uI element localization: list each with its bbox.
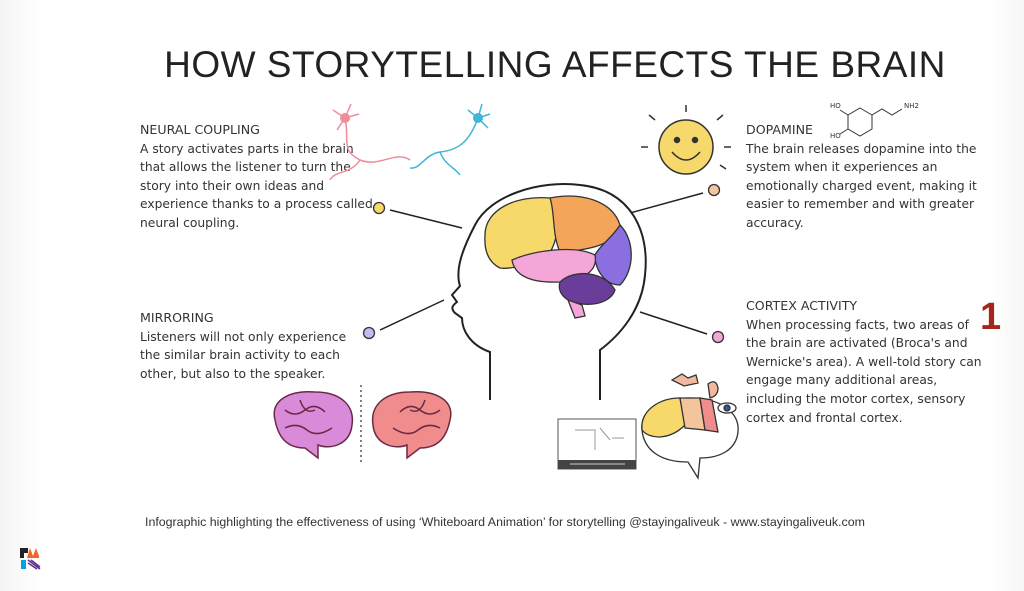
section-body: A story activates parts in the brain tha… — [140, 141, 373, 230]
section-heading: MIRRORING — [140, 310, 214, 325]
section-heading: DOPAMINE — [746, 122, 813, 137]
section-body: The brain releases dopamine into the sys… — [746, 141, 977, 230]
dopamine-molecule-icon: HO HO NH2 — [830, 102, 919, 140]
cortex-activity-section: CORTEX ACTIVITY When processing facts, t… — [746, 297, 986, 427]
colored-brain — [484, 195, 632, 319]
caption: Infographic highlighting the effectivene… — [145, 515, 865, 529]
section-heading: CORTEX ACTIVITY — [746, 298, 858, 313]
purple-dot — [362, 326, 376, 340]
hand-icon — [670, 373, 699, 387]
slide-number: 1 — [980, 296, 1002, 338]
tan-dot — [707, 183, 721, 197]
mirrored-brains-icon — [273, 385, 452, 465]
neuron-icon — [329, 103, 491, 181]
cortex-brain-icon — [641, 373, 739, 480]
ear-icon — [707, 381, 719, 399]
molecule-label: HO — [830, 102, 841, 110]
section-body: When processing facts, two areas of the … — [746, 317, 982, 425]
molecule-label: HO — [830, 132, 841, 140]
smiley-icon — [641, 105, 731, 175]
pink-dot — [711, 330, 725, 344]
pmi-logo-icon — [20, 548, 41, 570]
neural-coupling-section: NEURAL COUPLING A story activates parts … — [140, 121, 380, 233]
connector-lines — [379, 192, 708, 335]
dopamine-section: DOPAMINE The brain releases dopamine int… — [746, 121, 996, 233]
page-title: HOW STORYTELLING AFFECTS THE BRAIN — [164, 44, 946, 85]
section-heading: NEURAL COUPLING — [140, 122, 260, 137]
molecule-label: NH2 — [904, 102, 919, 110]
yellow-dot — [372, 201, 386, 215]
section-body: Listeners will not only experience the s… — [140, 329, 347, 381]
video-thumbnail-icon — [557, 418, 637, 470]
mirroring-section: MIRRORING Listeners will not only experi… — [140, 309, 370, 383]
